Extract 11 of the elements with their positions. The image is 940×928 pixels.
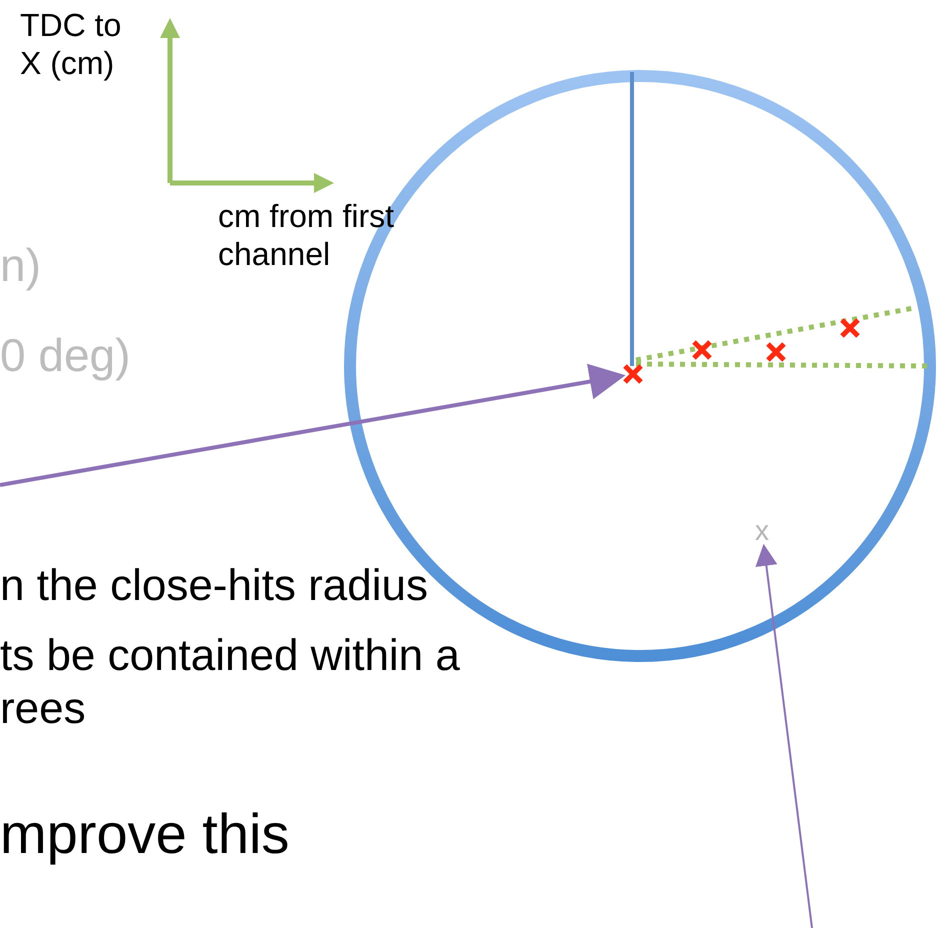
axis-label: TDC to X (cm) — [20, 6, 122, 83]
slide-text: ts be contained within a rees — [0, 630, 461, 735]
axis-label: cm from first channel — [218, 197, 395, 274]
slide-text: mprove this — [0, 801, 290, 867]
arrow — [755, 544, 813, 928]
hit-mark-icon — [622, 362, 644, 386]
slide-text: 0 deg) — [0, 328, 130, 383]
arrow — [0, 364, 626, 487]
slide-text: n the close-hits radius — [0, 560, 428, 612]
point-label: x — [752, 516, 772, 546]
slide-text: n) — [0, 238, 41, 293]
